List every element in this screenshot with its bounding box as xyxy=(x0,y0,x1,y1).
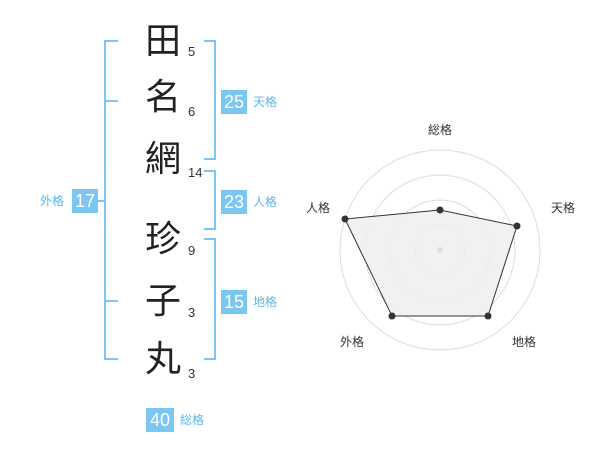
radar-center-dot xyxy=(437,247,443,253)
radar-point-chikaku xyxy=(484,312,492,320)
radar-point-tenkaku xyxy=(513,222,521,230)
name-char-4: 珍 xyxy=(144,219,181,260)
stroke-count-5: 3 xyxy=(188,305,196,320)
stroke-count-3: 14 xyxy=(188,165,203,180)
stroke-count-4: 9 xyxy=(188,243,196,258)
chikaku-value: 15 xyxy=(221,290,247,314)
tenkaku-value: 25 xyxy=(221,90,247,114)
name-char-6: 丸 xyxy=(144,339,181,380)
radar-label-chikaku: 地格 xyxy=(512,334,536,349)
soukaku-label: 総格 xyxy=(180,413,205,427)
radar-point-soukaku xyxy=(436,206,444,214)
stroke-count-2: 6 xyxy=(188,104,196,119)
name-char-1: 田 xyxy=(144,21,181,62)
radar-label-gaikaku: 外格 xyxy=(340,334,364,349)
stroke-count-1: 5 xyxy=(188,44,196,59)
name-char-2: 名 xyxy=(144,77,181,118)
chikaku-label: 地格 xyxy=(253,295,278,309)
stroke-count-6: 3 xyxy=(188,366,196,381)
radar-label-jinkaku: 人格 xyxy=(306,200,330,215)
soukaku-value: 40 xyxy=(146,408,174,432)
name-char-3: 網 xyxy=(144,139,181,180)
gaikaku-label: 外格 xyxy=(40,194,65,208)
radar-label-soukaku: 総格 xyxy=(428,122,452,137)
radar-polygon xyxy=(344,209,518,317)
name-char-5: 子 xyxy=(144,281,181,322)
radar-point-gaikaku xyxy=(388,312,396,320)
jinkaku-label: 人格 xyxy=(253,195,278,209)
tenkaku-label: 天格 xyxy=(253,95,278,109)
gaikaku-value: 17 xyxy=(72,189,98,213)
radar-point-jinkaku xyxy=(341,215,349,223)
jinkaku-value: 23 xyxy=(221,190,247,214)
radar-label-tenkaku: 天格 xyxy=(551,200,575,215)
